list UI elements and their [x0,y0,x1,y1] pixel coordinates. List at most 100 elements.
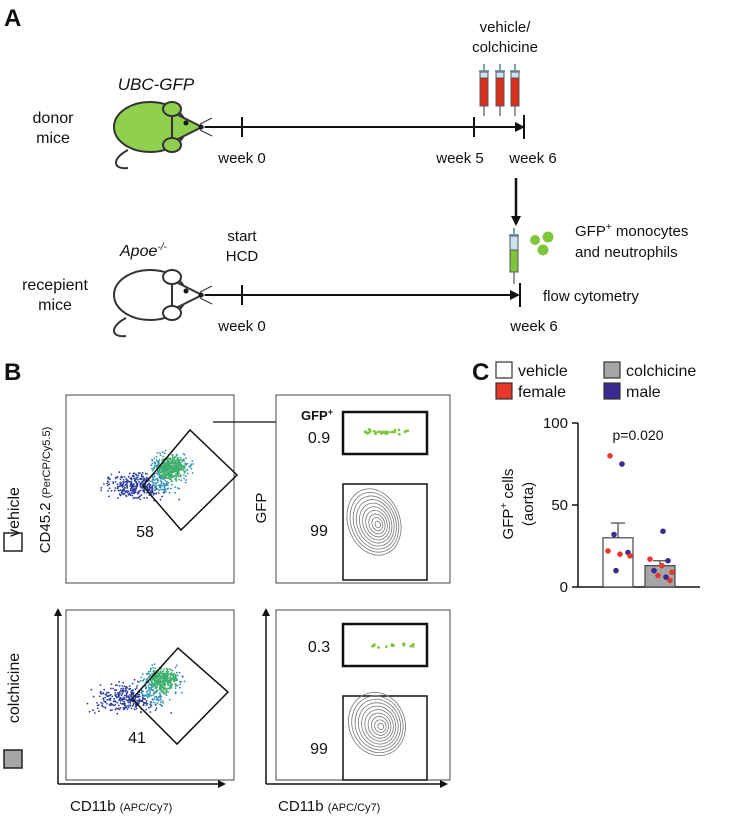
cytometry-event [148,688,151,691]
cytometry-event [158,459,161,461]
cytometry-event [153,466,156,469]
cytometry-event [123,492,126,495]
cytometry-event [174,468,177,471]
cytometry-event [129,694,132,696]
cytometry-event [169,457,172,460]
cytometry-event [158,672,161,674]
cytometry-event [139,498,142,501]
cytometry-event [163,682,166,685]
cytometry-event [174,486,177,489]
cytometry-event [184,481,187,484]
cytometry-event [112,481,115,483]
cytometry-event [177,473,180,475]
cytometry-event [191,472,194,474]
cytometry-event [124,483,127,486]
cytometry-event [178,686,181,689]
cytometry-event [108,487,111,490]
cytometry-event [136,695,138,698]
cytometry-event [132,704,135,706]
cytometry-event [180,479,183,482]
cells-label-line2: and neutrophils [575,244,678,261]
cytometry-event [123,703,126,706]
vehicle-gfp-pos-percent: 0.9 [308,430,330,447]
cytometry-event [142,704,145,707]
cytometry-event [143,694,146,697]
cytometry-event [130,477,133,479]
donor-label-line1: donor [33,110,75,127]
colchicine-scatter-plot [65,609,235,781]
gfp-cell-icon [537,244,549,256]
cytometry-event [135,687,138,689]
cytometry-event [136,484,139,487]
cytometry-event [109,699,112,701]
cytometry-event [149,711,152,713]
recipient-tick-label-week0: week 0 [217,318,266,335]
cytometry-event [127,475,130,478]
cytometry-event [121,693,124,695]
cytometry-event [155,485,157,487]
cytometry-event [142,480,145,483]
cytometry-event [118,704,120,707]
cytometry-event [114,708,117,711]
cytometry-event [125,480,128,483]
cytometry-event [146,692,149,695]
cytometry-event [160,680,163,683]
cytometry-event [156,681,159,684]
cytometry-event [158,679,161,682]
cytometry-event [162,675,165,678]
cytometry-event [97,704,100,707]
gfp-event [390,643,394,646]
cytometry-event [111,695,114,698]
cytometry-event [159,452,161,454]
cytometry-event [122,479,125,481]
data-point-male [619,461,625,467]
cytometry-event [158,468,161,471]
cytometry-event [175,479,178,481]
cytometry-event [158,471,161,474]
colchicine-gfp-neg-percent: 99 [310,741,328,758]
legend-label-male: male [626,384,661,401]
cytometry-event [86,702,89,705]
cytometry-event [161,674,164,676]
left-ylabel: CD45.2 (PerCP/Cy5.5) [37,427,54,554]
cytometry-event [171,483,173,486]
cytometry-event [156,452,159,454]
cytometry-event [149,480,152,483]
cytometry-event [133,678,136,681]
cytometry-event [149,667,152,670]
cytometry-event [170,473,173,476]
chart-ylabel-line2: (aorta) [520,482,537,526]
contour-ring [346,488,402,556]
cytometry-event [156,702,159,704]
cytometry-event [175,664,178,667]
cytometry-event [159,477,161,479]
cytometry-event [165,484,168,486]
cytometry-event [116,485,119,488]
cytometry-event [126,687,128,689]
cytometry-event [92,709,94,712]
cytometry-event [160,683,163,686]
cytometry-event [176,487,179,489]
data-point-female [655,572,661,579]
cytometry-event [150,464,153,467]
gfp-event [372,429,376,433]
cytometry-event [110,683,113,686]
cytometry-event [167,684,170,686]
cytometry-event [143,678,145,680]
cytometry-event [100,487,103,489]
cytometry-event [165,689,168,692]
cytometry-event [153,670,155,672]
cytometry-event [100,701,103,704]
colchicine-contour-plot [348,692,406,756]
cytometry-event [104,707,107,709]
cytometry-event [128,699,131,702]
cytometry-event [166,672,169,674]
cytometry-event [152,676,155,679]
legend-swatch-colchicine [603,361,621,379]
cytometry-event [127,493,130,496]
cytometry-event [173,463,176,466]
data-point-female [627,553,633,559]
cytometry-event [126,484,129,487]
cytometry-event [159,670,162,673]
cytometry-event [108,704,111,706]
